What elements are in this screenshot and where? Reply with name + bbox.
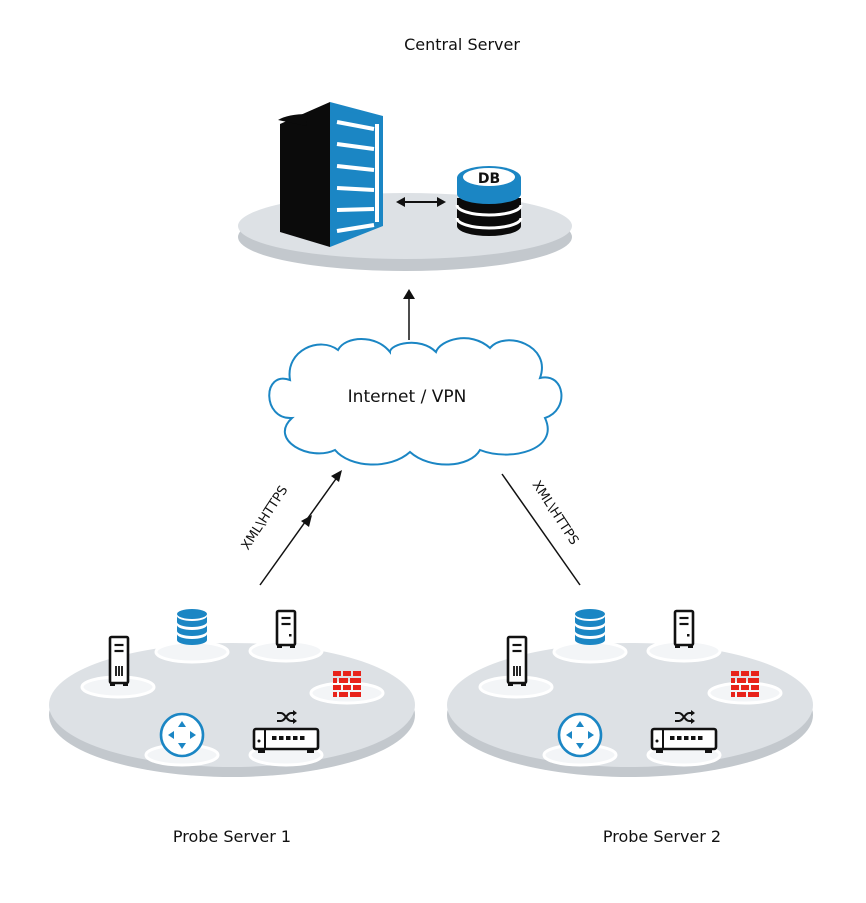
probe-server-2-label: Probe Server 2: [603, 827, 721, 846]
database-icon: [575, 609, 605, 645]
uplink-arrowhead-icon: [403, 289, 415, 299]
tower-server-icon: [108, 635, 130, 688]
probe-server-2: [447, 609, 813, 777]
db-label: DB: [478, 171, 500, 187]
probe-server-1: [49, 609, 415, 777]
bidirectional-arrow-icon: [396, 197, 446, 207]
link-right: [501, 473, 581, 586]
server-icon: [673, 609, 695, 650]
cloud-icon: [268, 337, 563, 466]
tower-server-icon: [506, 635, 528, 688]
router-icon: [557, 712, 603, 758]
probe-server-1-label: Probe Server 1: [173, 827, 291, 846]
router-icon: [159, 712, 205, 758]
link-left-label: XML\HTTPS: [239, 483, 291, 553]
cloud-label: Internet / VPN: [348, 387, 467, 407]
link-right-label: XML\HTTPS: [529, 478, 581, 548]
central-server-icon: [278, 102, 383, 247]
central-server-title: Central Server: [404, 35, 520, 54]
server-icon: [275, 609, 297, 650]
database-icon: [177, 609, 207, 645]
central-database-icon: DB: [455, 166, 523, 236]
link-left: [259, 470, 342, 586]
